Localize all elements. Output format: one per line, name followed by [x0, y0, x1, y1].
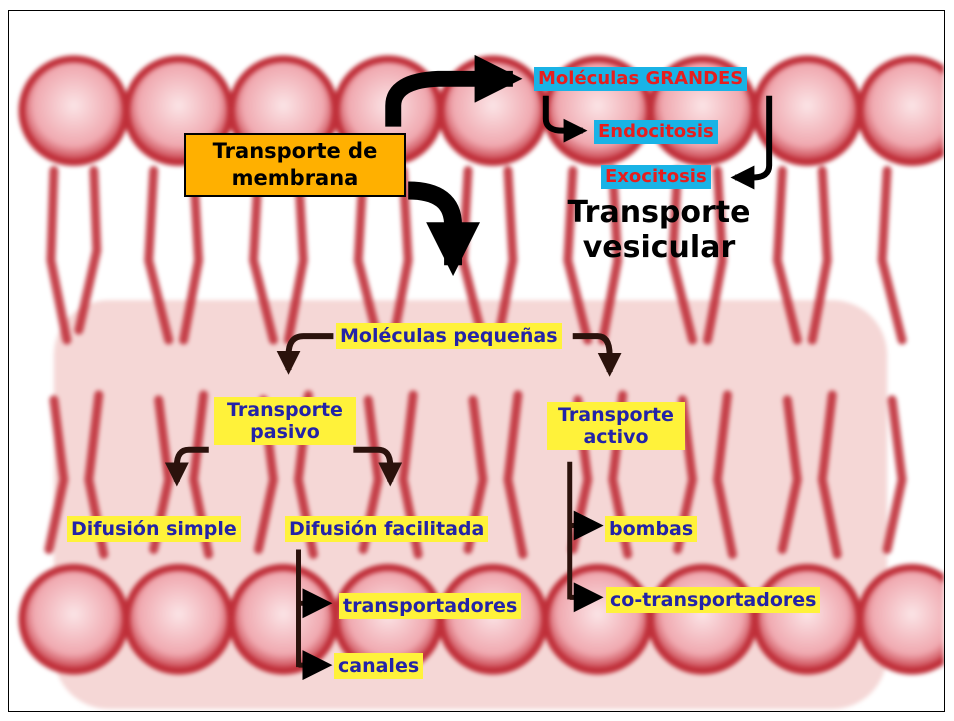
active-line-1: Transporte: [551, 404, 681, 426]
arrow-to-simple: [177, 450, 209, 482]
membrane-transport-box: Transporte de membrana: [184, 133, 406, 197]
diagram-frame: Transporte de membrana Moléculas GRANDES…: [8, 10, 945, 712]
large-molecules-label: Moléculas GRANDES: [534, 67, 747, 91]
arrow-to-endocitosis: [546, 96, 583, 131]
small-molecules-label: Moléculas pequeñas: [336, 323, 562, 349]
arrow-to-active: [573, 336, 610, 372]
passive-line-1: Transporte: [218, 399, 352, 421]
arrow-to-passive: [289, 336, 334, 370]
active-transport-box: Transporte activo: [547, 402, 685, 450]
title-line-2: membrana: [194, 165, 396, 192]
vesicular-line-1: Transporte: [549, 195, 769, 230]
endocitosis-label: Endocitosis: [594, 120, 718, 144]
vesicular-line-2: vesicular: [549, 230, 769, 265]
channels-label: canales: [334, 653, 423, 679]
cotransporters-label: co-transportadores: [606, 587, 820, 613]
vesicular-transport-title: Transporte vesicular: [549, 195, 769, 265]
arrow-to-small: [408, 190, 453, 265]
title-line-1: Transporte de: [194, 138, 396, 165]
pumps-label: bombas: [605, 516, 697, 542]
simple-diffusion-label: Difusión simple: [67, 516, 241, 542]
transporters-label: transportadores: [339, 593, 521, 619]
passive-line-2: pasivo: [218, 421, 352, 443]
arrow-to-facilitated: [353, 450, 390, 482]
exocitosis-label: Exocitosis: [601, 165, 711, 189]
arrow-to-large: [393, 79, 513, 127]
arrow-to-exocitosis: [735, 96, 769, 178]
active-line-2: activo: [551, 426, 681, 448]
passive-transport-box: Transporte pasivo: [214, 397, 356, 445]
facilitated-diffusion-label: Difusión facilitada: [285, 516, 488, 542]
